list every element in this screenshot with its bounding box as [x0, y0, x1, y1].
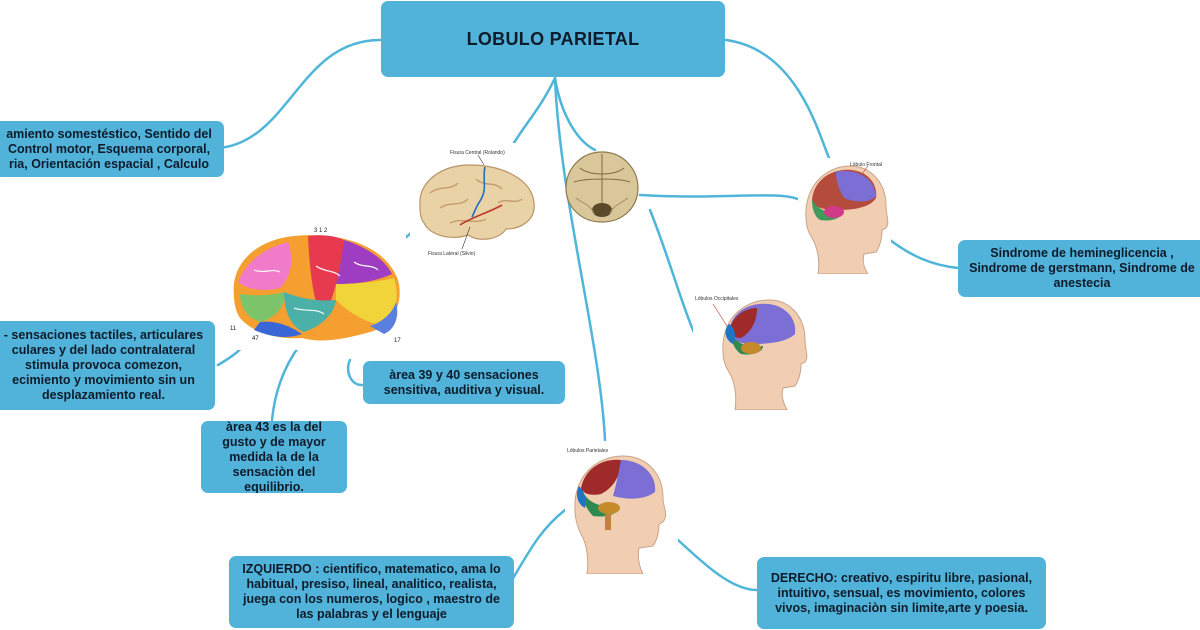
- node-sensations[interactable]: - sensaciones tactiles, articulares cula…: [0, 321, 215, 410]
- brain-fissures-image[interactable]: Fisura Central (Rolando) Fisura Lateral …: [410, 143, 540, 263]
- node-area-43-text: àrea 43 es la del gusto y de mayor medid…: [222, 421, 326, 493]
- central-topic-label: LOBULO PARIETAL: [466, 28, 640, 49]
- node-syndromes-text: Sindrome de hemineglicencia , Sindrome d…: [969, 246, 1195, 290]
- head-occipital-image[interactable]: Lóbulos Occipitales: [693, 290, 811, 410]
- link-left: [510, 508, 567, 582]
- skull-image[interactable]: [562, 148, 642, 226]
- link-skull: [553, 76, 597, 152]
- head-parietal-image[interactable]: Lóbulos Parietales: [565, 442, 678, 574]
- parietal-lobe-label: Lóbulos Parietales: [567, 448, 609, 454]
- brodmann-label-312: 3 1 2: [314, 228, 328, 234]
- node-area-39-40-text: àrea 39 y 40 sensaciones sensitiva, audi…: [383, 367, 545, 397]
- node-functions[interactable]: amiento somestéstico, Sentido del Contro…: [0, 121, 224, 177]
- node-left-hemisphere[interactable]: IZQUIERDO : cientifico, matematico, ama …: [229, 556, 514, 628]
- node-left-hemisphere-text: IZQUIERDO : cientifico, matematico, ama …: [242, 562, 501, 621]
- node-area-43[interactable]: àrea 43 es la del gusto y de mayor medid…: [201, 421, 347, 493]
- head-occipital-drawing: Lóbulos Occipitales: [693, 290, 811, 410]
- head-parietal-drawing: Lóbulos Parietales: [565, 442, 678, 574]
- central-topic[interactable]: LOBULO PARIETAL: [381, 1, 725, 77]
- brodmann-label-11: 11: [230, 326, 237, 332]
- central-fissure-label: Fisura Central (Rolando): [450, 150, 505, 156]
- node-syndromes[interactable]: Sindrome de hemineglicencia , Sindrome d…: [958, 240, 1200, 297]
- node-sensations-text: - sensaciones tactiles, articulares cula…: [3, 328, 204, 402]
- link-head-occipital2: [648, 208, 697, 337]
- brodmann-map-drawing: 3 1 2 11 47 17: [224, 222, 406, 350]
- link-syndromes: [724, 38, 832, 162]
- link-head-occipital: [638, 193, 802, 202]
- node-area-39-40[interactable]: àrea 39 y 40 sensaciones sensitiva, audi…: [363, 361, 565, 404]
- occipital-lobe-label: Lóbulos Occipitales: [695, 296, 739, 302]
- link-parietal-head: [553, 76, 607, 442]
- head-frontal-image[interactable]: Lóbulo Frontal: [798, 158, 891, 274]
- link-fissure-image: [508, 76, 557, 152]
- link-area43: [270, 343, 302, 422]
- brain-fissures-drawing: Fisura Central (Rolando) Fisura Lateral …: [410, 143, 540, 263]
- node-functions-text: amiento somestéstico, Sentido del Contro…: [6, 126, 212, 171]
- head-frontal-drawing: Lóbulo Frontal: [798, 158, 891, 274]
- link-area39: [346, 358, 364, 387]
- frontal-lobe-label: Lóbulo Frontal: [850, 162, 882, 168]
- brodmann-label-17: 17: [394, 338, 401, 344]
- link-syndromes-head: [888, 238, 960, 270]
- node-right-hemisphere-text: DERECHO: creativo, espiritu libre, pasio…: [770, 570, 1033, 615]
- skull-drawing: [565, 151, 639, 223]
- link-right: [676, 538, 759, 592]
- lateral-fissure-label: Fisura Lateral (Silvio): [428, 251, 476, 257]
- brodmann-map-image[interactable]: 3 1 2 11 47 17: [224, 222, 406, 350]
- link-functions: [218, 38, 382, 150]
- node-right-hemisphere[interactable]: DERECHO: creativo, espiritu libre, pasio…: [757, 557, 1046, 629]
- brodmann-label-47: 47: [252, 336, 259, 342]
